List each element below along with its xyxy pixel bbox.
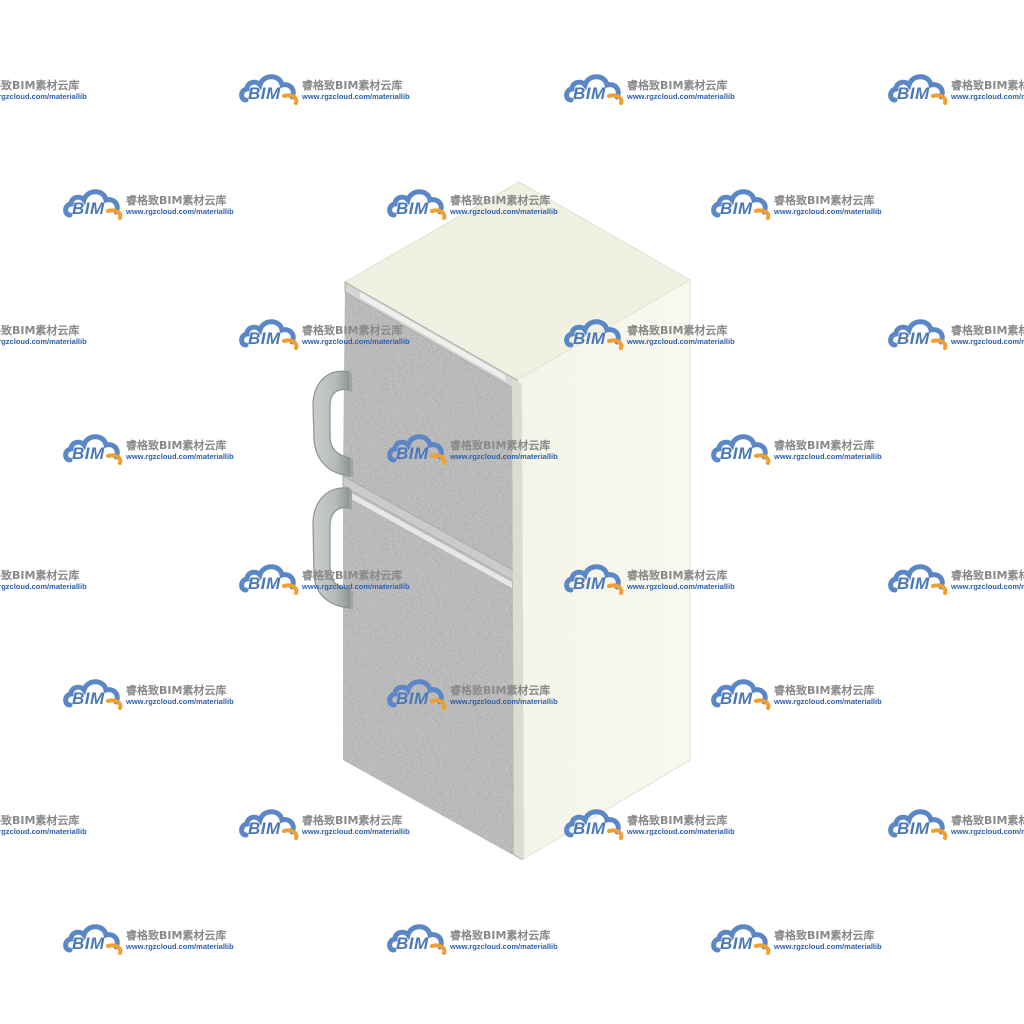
cabinet-side-face bbox=[516, 279, 691, 861]
freezer-door bbox=[343, 281, 521, 574]
fridge-handle bbox=[312, 487, 353, 610]
freezer-handle bbox=[312, 370, 353, 478]
fridge-door bbox=[343, 486, 522, 860]
door-edge-strip bbox=[512, 378, 524, 860]
